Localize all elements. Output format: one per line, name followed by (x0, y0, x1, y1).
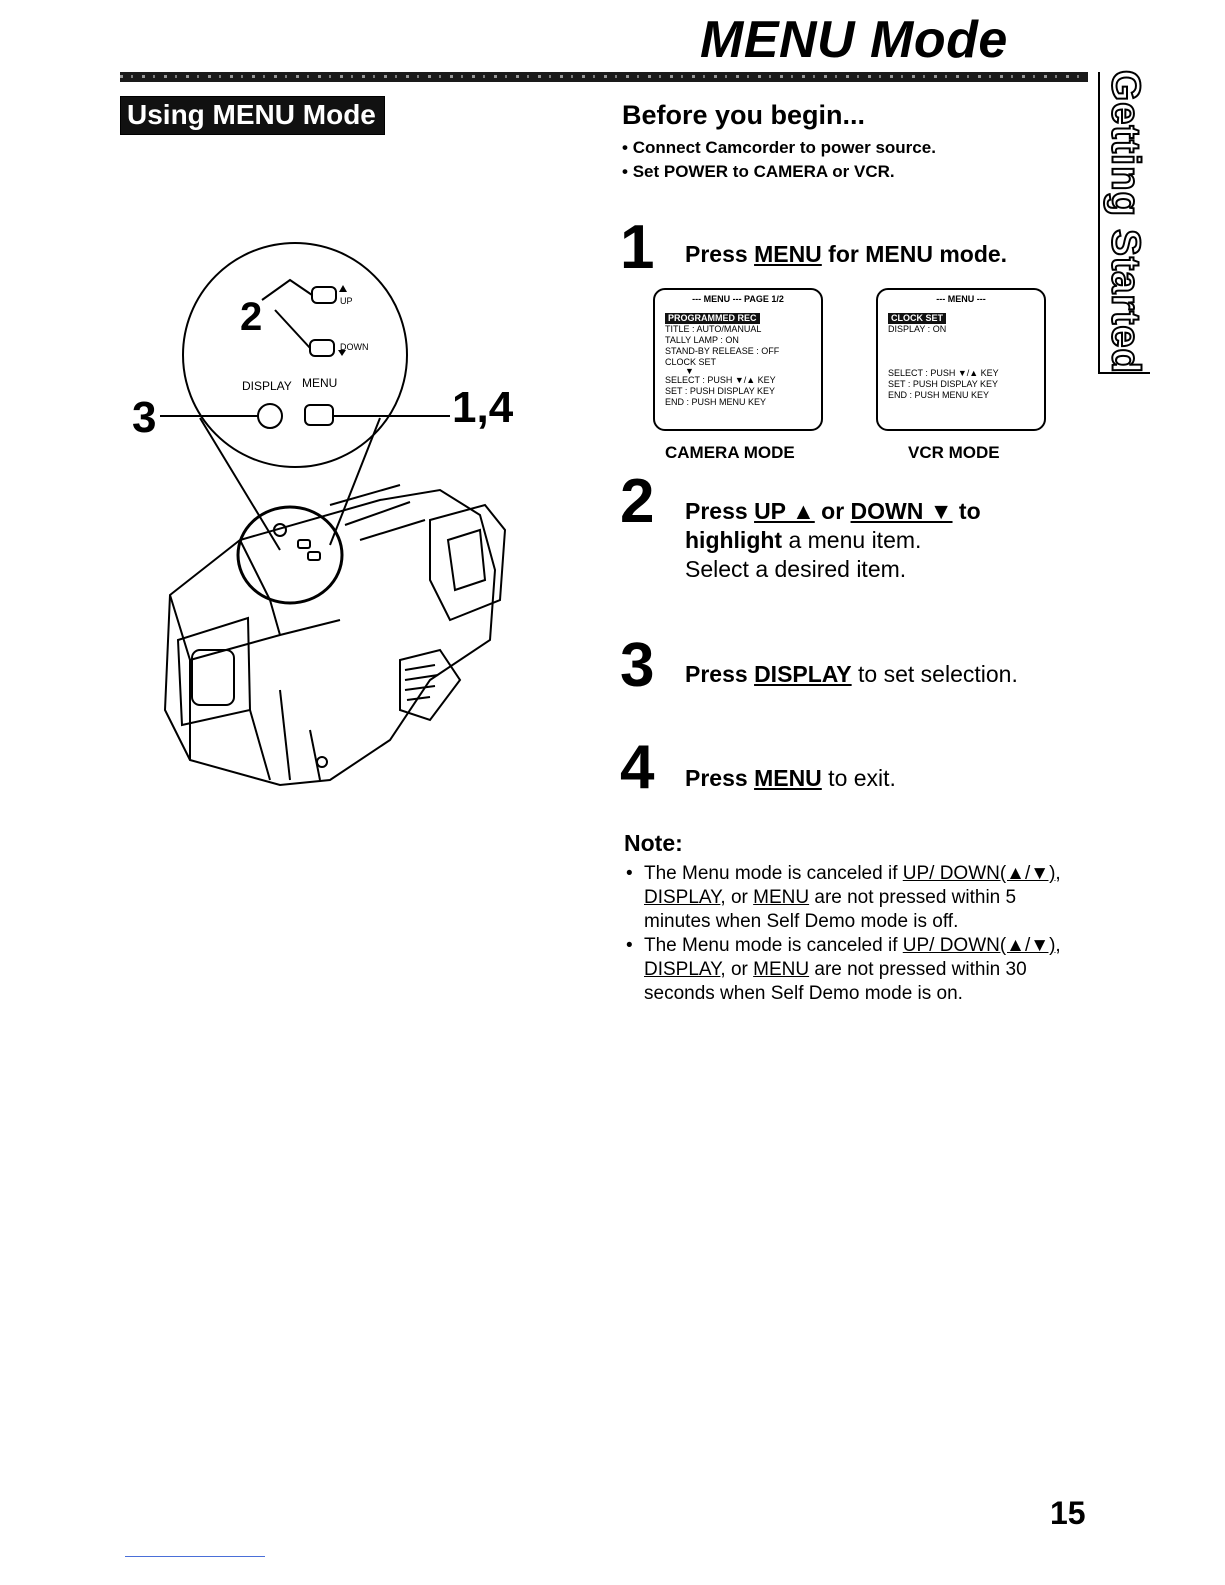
step-4-pre: Press (685, 765, 755, 791)
zoom-circle (182, 242, 408, 468)
step-2-pre: Press (685, 498, 755, 524)
step-1-key: MENU (754, 241, 822, 267)
section-tag: Using MENU Mode (120, 96, 385, 135)
display-label: DISPLAY (242, 379, 292, 393)
step-2-number: 2 (620, 467, 655, 536)
callout-1-4: 1,4 (452, 383, 514, 432)
camera-mode-label: CAMERA MODE (665, 443, 795, 462)
step-2-line3: Select a desired item. (685, 556, 907, 582)
vcr-screen-row: DISPLAY : ON (888, 324, 947, 334)
note-item: The Menu mode is canceled if UP/ DOWN(▲/… (626, 862, 1066, 934)
step-4-number: 4 (620, 733, 655, 802)
step-3-text: Press DISPLAY to set selection. (685, 660, 1018, 689)
step-3-number: 3 (620, 631, 655, 700)
step-3-pre: Press (685, 661, 755, 687)
vcr-screen-highlight: CLOCK SET (888, 313, 947, 324)
menu-label: MENU (302, 376, 337, 390)
vcr-screen-header: --- MENU --- (936, 294, 986, 304)
vcr-screen-row: SELECT : PUSH ▼/▲ KEY (888, 368, 999, 378)
step-3-key: DISPLAY (754, 661, 852, 687)
camcorder-illustration: UP DOWN DISPLAY MENU 2 3 1,4 (132, 242, 514, 787)
camera-screen-row: CLOCK SET (665, 357, 717, 367)
camera-screen-row: SELECT : PUSH ▼/▲ KEY (665, 375, 776, 385)
step-1-pre: Press (685, 241, 755, 267)
camera-screen-row: STAND-BY RELEASE : OFF (665, 346, 780, 356)
step-3-post: to set selection. (851, 661, 1018, 687)
camera-screen-header: --- MENU --- PAGE 1/2 (692, 294, 784, 304)
page-title: MENU Mode (700, 11, 1008, 69)
before-heading: Before you begin... (622, 100, 866, 130)
camera-mode-screen: --- MENU --- PAGE 1/2 PROGRAMMED REC TIT… (653, 288, 823, 431)
step-2-post: to (952, 498, 981, 524)
vcr-mode-screen: --- MENU --- CLOCK SET DISPLAY : ON SELE… (876, 288, 1046, 431)
vcr-screen-row (888, 346, 1034, 368)
camera-screen-row: END : PUSH MENU KEY (665, 397, 767, 407)
step-4-text: Press MENU to exit. (685, 764, 896, 793)
side-tab-label: Getting Started (1103, 69, 1149, 375)
up-label: UP (340, 296, 353, 306)
side-tab: Getting Started (1098, 69, 1150, 375)
down-label: DOWN (340, 342, 369, 352)
vcr-screen-row: END : PUSH MENU KEY (888, 390, 990, 400)
callout-2: 2 (240, 295, 262, 339)
vcr-mode-label: VCR MODE (908, 443, 1000, 462)
bottom-rule (125, 1556, 265, 1557)
callout-3: 3 (132, 393, 156, 442)
before-bullet: Connect Camcorder to power source. (622, 136, 936, 160)
step-2-text: Press UP ▲ or DOWN ▼ to highlight a menu… (685, 497, 981, 584)
camera-screen-row: TALLY LAMP : ON (665, 335, 739, 345)
vcr-screen-row (888, 335, 1034, 346)
step-1-number: 1 (620, 213, 655, 282)
step-4-key: MENU (754, 765, 822, 791)
step-2-bold: highlight (685, 527, 783, 553)
before-bullets: Connect Camcorder to power source. Set P… (622, 136, 936, 184)
before-bullet: Set POWER to CAMERA or VCR. (622, 160, 936, 184)
camera-screen-highlight: PROGRAMMED REC (665, 313, 760, 324)
step-2-key-down: DOWN ▼ (850, 498, 953, 524)
header-rule (120, 72, 1088, 82)
note-list: The Menu mode is canceled if UP/ DOWN(▲/… (626, 862, 1066, 1006)
camera-screen-row: TITLE : AUTO/MANUAL (665, 324, 762, 334)
step-2-key-up: UP ▲ (754, 498, 815, 524)
step-1-text: Press MENU for MENU mode. (685, 240, 1007, 269)
step-2-rest: a menu item. (782, 527, 922, 553)
page-number: 15 (1050, 1495, 1086, 1531)
step-4-post: to exit. (821, 765, 896, 791)
step-2-mid: or (814, 498, 851, 524)
camera-screen-row: SET : PUSH DISPLAY KEY (665, 386, 776, 396)
vcr-screen-row: SET : PUSH DISPLAY KEY (888, 379, 999, 389)
camera-screen-row: ▼ (685, 366, 694, 376)
step-1-post: for MENU mode. (821, 241, 1008, 267)
note-heading: Note: (624, 830, 683, 856)
note-item: The Menu mode is canceled if UP/ DOWN(▲/… (626, 934, 1066, 1006)
